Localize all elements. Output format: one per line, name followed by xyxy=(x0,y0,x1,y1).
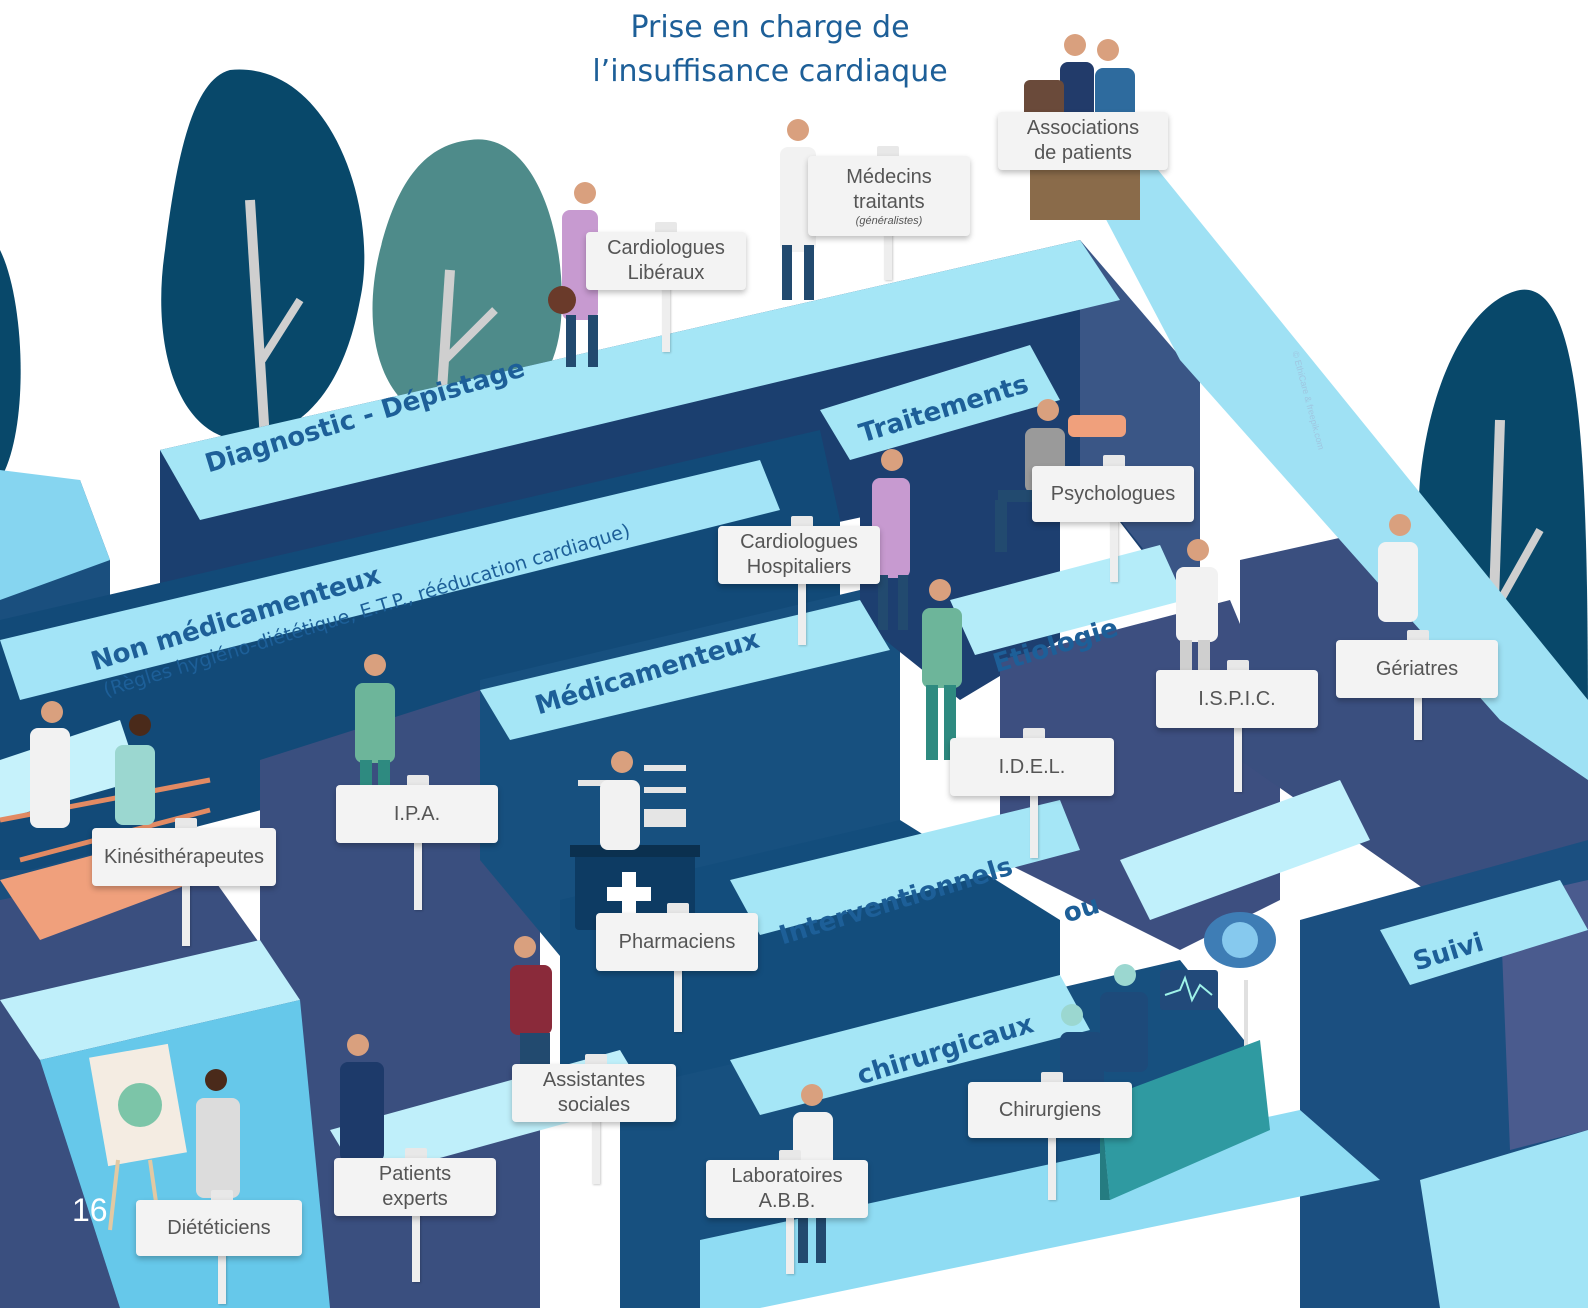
sign-label: Assistantes xyxy=(542,1069,646,1091)
sign-label: I.S.P.I.C. xyxy=(1198,687,1276,710)
sign-label: Patients xyxy=(378,1163,452,1185)
sign-label: Chirurgiens xyxy=(998,1098,1102,1121)
people-surgeons xyxy=(1060,964,1148,1092)
sign-label: A.B.B. xyxy=(758,1190,816,1212)
person-dietitian xyxy=(196,1069,240,1198)
tree-edge-left xyxy=(0,250,21,480)
sign-label: Laboratoires xyxy=(731,1165,843,1187)
sign-label: I.D.E.L. xyxy=(998,755,1066,778)
sign-label: sociales xyxy=(557,1094,631,1116)
sign-label: Médecins xyxy=(846,165,932,188)
sign-label: Associations xyxy=(1026,117,1140,139)
person-pharmacist xyxy=(600,751,640,850)
sign-label: Kinésithérapeutes xyxy=(103,845,265,868)
person-hospital-cardiologist xyxy=(872,449,910,630)
title-line-1: Prise en charge de xyxy=(630,10,910,45)
sign-label: Gériatres xyxy=(1375,657,1459,680)
nutrition-easel xyxy=(89,1043,187,1231)
sign-label: Pharmaciens xyxy=(618,930,736,953)
title-line-2: l’insuffisance cardiaque xyxy=(592,54,948,89)
sign-label: Libéraux xyxy=(627,262,705,284)
sign-label: Cardiologues xyxy=(607,237,725,259)
person-social-worker xyxy=(510,936,552,1068)
sign-label: Psychologues xyxy=(1050,482,1176,505)
sign-label: Hospitaliers xyxy=(746,556,852,578)
sign-label: I.P.A. xyxy=(393,802,441,825)
sign-note: (généralistes) xyxy=(855,214,923,227)
page-number: 16 xyxy=(72,1192,108,1228)
page-title: Prise en charge de l’insuffisance cardia… xyxy=(500,6,1040,94)
person-expert-patient xyxy=(340,1034,384,1162)
person-geriatrician xyxy=(1378,514,1418,622)
person-lab xyxy=(793,1084,833,1263)
sign-label: traitants xyxy=(853,190,925,213)
people-physio xyxy=(30,701,155,828)
person-ispic xyxy=(1176,539,1218,672)
sign-label: de patients xyxy=(1034,142,1132,164)
person-general-practitioner xyxy=(780,119,816,300)
person-ipa-nurse xyxy=(355,654,395,790)
pharmacy-counter xyxy=(570,765,700,930)
sign-label: Diététiciens xyxy=(167,1216,271,1239)
sign-label: Cardiologues xyxy=(740,531,858,553)
sign-label: experts xyxy=(382,1188,448,1210)
tree-left xyxy=(161,69,365,441)
